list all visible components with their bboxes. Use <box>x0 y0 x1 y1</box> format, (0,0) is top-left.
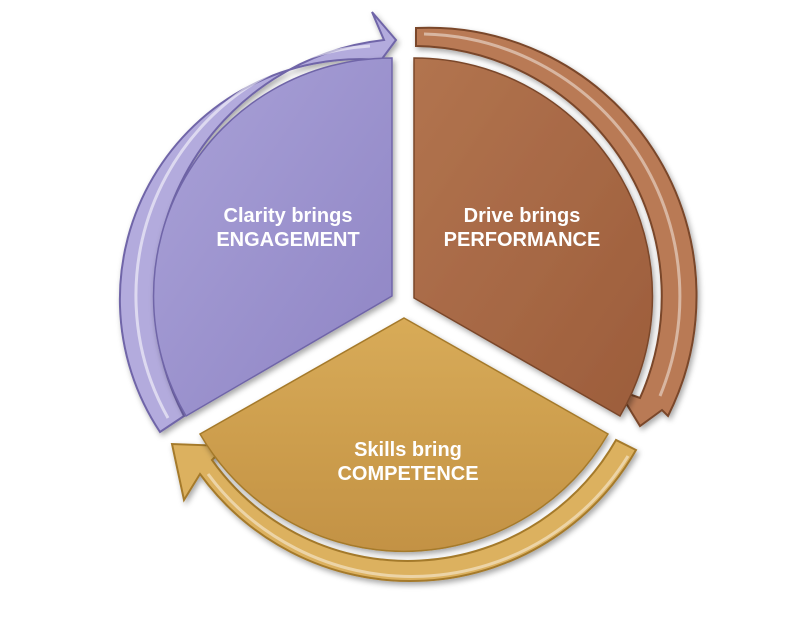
arrow-band-skills <box>170 438 638 582</box>
segment-drive: Drive brings PERFORMANCE <box>413 26 698 428</box>
sector-clarity <box>152 57 393 418</box>
sector-skills <box>198 317 610 553</box>
label-clarity-line1: Clarity brings <box>224 205 353 227</box>
sector-drive <box>413 57 654 418</box>
segment-skills: Skills bring COMPETENCE <box>170 317 638 582</box>
arrow-band-skills-highlight <box>206 455 630 579</box>
label-drive-line2: PERFORMANCE <box>444 229 601 251</box>
label-clarity-line2: ENGAGEMENT <box>216 229 359 251</box>
segment-clarity: Clarity brings ENGAGEMENT <box>118 11 398 434</box>
label-skills-line1: Skills bring <box>354 439 462 461</box>
arrow-band-clarity-highlight <box>134 44 371 419</box>
arrow-band-drive-highlight <box>423 32 682 397</box>
label-skills-line2: COMPETENCE <box>337 463 478 485</box>
label-drive-line1: Drive brings <box>464 205 581 227</box>
arrow-band-drive <box>415 26 698 428</box>
